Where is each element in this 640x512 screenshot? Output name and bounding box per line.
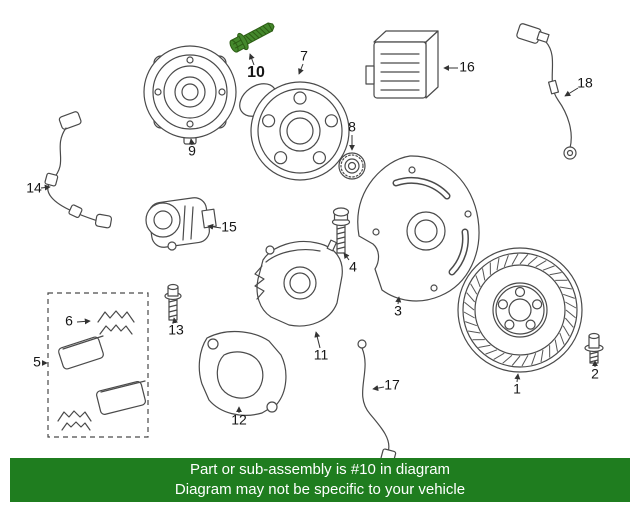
banner-line-1: Part or sub-assembly is #10 in diagram <box>189 461 451 478</box>
leader-to-part-3 <box>395 296 402 305</box>
leader-to-part-7 <box>298 63 304 75</box>
leader-to-part-18 <box>564 87 579 97</box>
callout-4: 4 <box>349 259 357 275</box>
callout-15: 15 <box>221 219 237 235</box>
callout-11: 11 <box>314 347 329 363</box>
callout-17: 17 <box>384 377 400 393</box>
leader-to-part-15 <box>207 223 222 230</box>
callout-5: 5 <box>33 354 41 370</box>
leader-to-part-1 <box>514 373 521 383</box>
banner: Part or sub-assembly is #10 in diagram D… <box>10 458 630 502</box>
leader-to-part-14 <box>40 184 51 191</box>
part-10-highlighted-screw <box>229 22 275 53</box>
part-13-bracket-bolt <box>164 283 182 321</box>
leader-lines <box>40 53 598 413</box>
part-18-speed-sensor <box>516 23 577 160</box>
callout-10-highlighted: 10 <box>247 64 265 81</box>
callout-13: 13 <box>168 322 184 338</box>
part-2-rotor-set-screw <box>584 332 604 364</box>
leader-to-part-13 <box>172 317 178 324</box>
part-8-lock-nut <box>338 152 366 180</box>
callout-3: 3 <box>394 303 402 319</box>
callout-12: 12 <box>231 412 247 428</box>
leader-to-part-9 <box>188 138 195 146</box>
part-3-splash-shield <box>357 155 480 302</box>
callout-16: 16 <box>459 59 475 75</box>
callout-14: 14 <box>26 180 42 196</box>
part-9-wheel-bearing <box>143 45 237 145</box>
callout-labels: 1 2 3 4 5 6 7 8 9 10 11 12 13 14 15 16 1… <box>26 48 599 428</box>
callout-1: 1 <box>513 381 521 397</box>
leader-to-part-4 <box>343 252 350 261</box>
part-16-control-module <box>365 30 439 99</box>
callout-9: 9 <box>188 143 196 159</box>
part-5-brake-pad-kit <box>47 292 149 438</box>
part-17-wear-sensor-rear <box>357 339 397 463</box>
callout-18: 18 <box>577 75 593 91</box>
part-14-wear-sensor-front <box>44 111 113 229</box>
callout-2: 2 <box>591 366 599 382</box>
banner-line-2: Diagram may not be specific to your vehi… <box>174 481 466 498</box>
leader-to-part-6 <box>76 318 91 325</box>
part-1-brake-rotor <box>457 247 583 373</box>
callout-7: 7 <box>300 48 308 64</box>
part-12-caliper-bracket <box>198 330 287 416</box>
leader-to-part-10 <box>248 53 255 66</box>
callout-6: 6 <box>65 313 73 329</box>
leader-to-part-17 <box>372 385 385 392</box>
part-7-wheel-hub <box>239 81 350 181</box>
part-6-pad-retainer-clips <box>57 310 135 431</box>
leader-to-part-11 <box>314 331 321 349</box>
part-15-parking-brake-actuator <box>145 197 217 251</box>
part-11-brake-caliper <box>254 239 343 327</box>
part-4-caliper-bolt <box>331 207 351 254</box>
callout-8: 8 <box>348 119 356 135</box>
